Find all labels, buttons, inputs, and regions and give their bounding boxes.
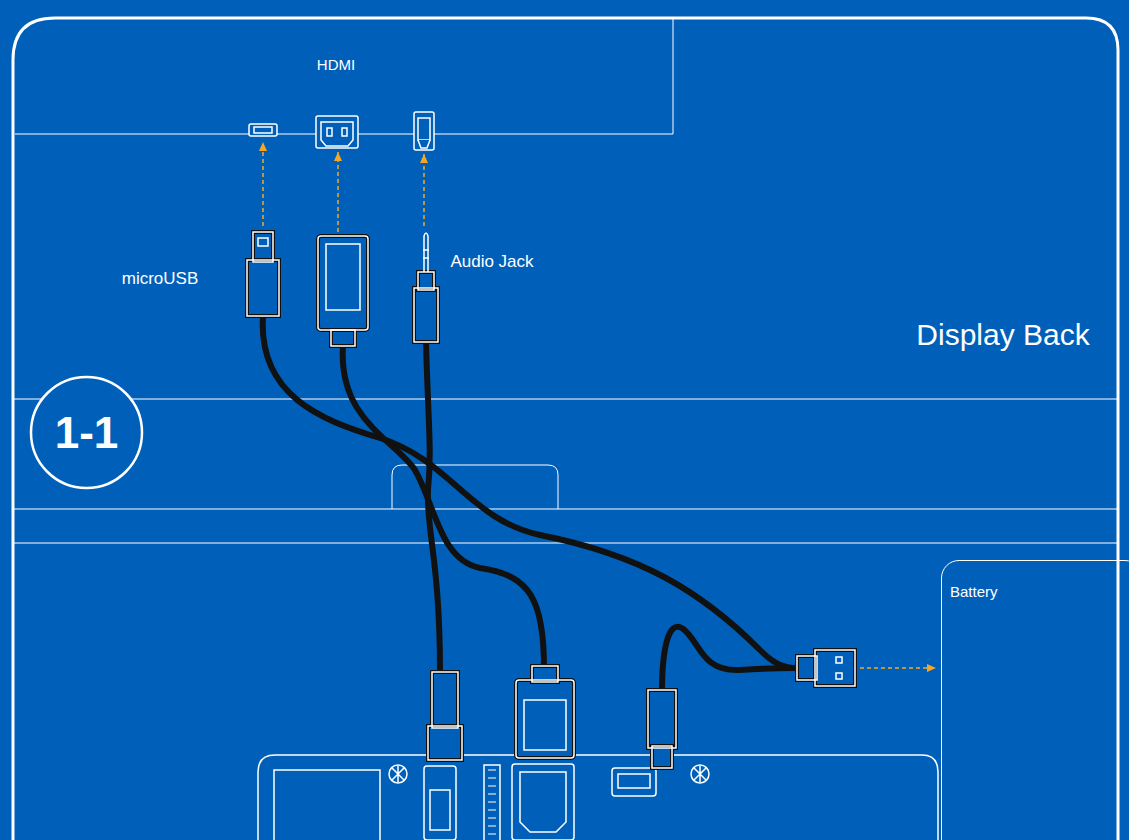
usb-a-plug xyxy=(797,650,855,686)
gpio-pins xyxy=(488,770,496,834)
panel-name: Display Back xyxy=(916,318,1089,352)
raspberry-pi-board xyxy=(258,666,938,840)
port-name: HDMI xyxy=(317,56,355,73)
cables xyxy=(263,316,797,692)
step-number: 1-1 xyxy=(55,408,119,458)
display-ports xyxy=(249,112,434,150)
connector-name: Audio Jack xyxy=(450,252,533,272)
connector-name: microUSB xyxy=(122,269,199,289)
part-label: Battery xyxy=(950,583,1129,600)
display-plugs xyxy=(247,232,438,346)
panel-lines xyxy=(13,18,1118,543)
step-badge: 1-1 xyxy=(29,375,144,490)
outer-frame xyxy=(13,18,1118,840)
insert-arrows xyxy=(263,142,936,668)
battery-box: Battery xyxy=(941,560,1129,840)
